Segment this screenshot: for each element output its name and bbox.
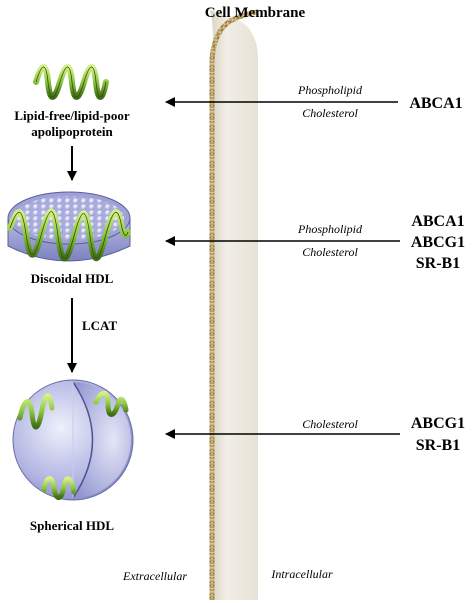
discoidal-hdl-label: Discoidal HDL <box>31 271 114 286</box>
apolipoprotein-label-line2: apolipoprotein <box>31 124 113 139</box>
cell-membrane <box>209 9 259 600</box>
flow-1-transporter-1: ABCA1 <box>409 95 462 112</box>
flow-3-transporter-1: ABCG1 <box>411 415 465 432</box>
flow-1-lipid-1: Phospholipid <box>297 83 363 97</box>
spherical-hdl-icon <box>12 379 134 501</box>
flow-3-transporter-2: SR-B1 <box>416 437 460 454</box>
flow-2-transporter-3: SR-B1 <box>416 255 460 272</box>
flow-2-lipid-2: Cholesterol <box>302 245 358 259</box>
discoidal-hdl-icon <box>7 191 131 262</box>
flow-2-transporter-1: ABCA1 <box>411 213 464 230</box>
flow-2-transporter-2: ABCG1 <box>411 234 465 251</box>
apolipoprotein-label-line1: Lipid-free/lipid-poor <box>14 108 130 123</box>
lcat-label: LCAT <box>82 318 117 333</box>
intracellular-label: Intracellular <box>270 567 333 581</box>
flow-1-lipid-2: Cholesterol <box>302 106 358 120</box>
flow-3-lipid-1: Cholesterol <box>302 417 358 431</box>
membrane-title: Cell Membrane <box>205 5 306 21</box>
flow-2-lipid-1: Phospholipid <box>297 222 363 236</box>
apolipoprotein-helix-icon <box>33 64 109 100</box>
extracellular-label: Extracellular <box>122 569 187 583</box>
spherical-hdl-label: Spherical HDL <box>30 518 114 533</box>
